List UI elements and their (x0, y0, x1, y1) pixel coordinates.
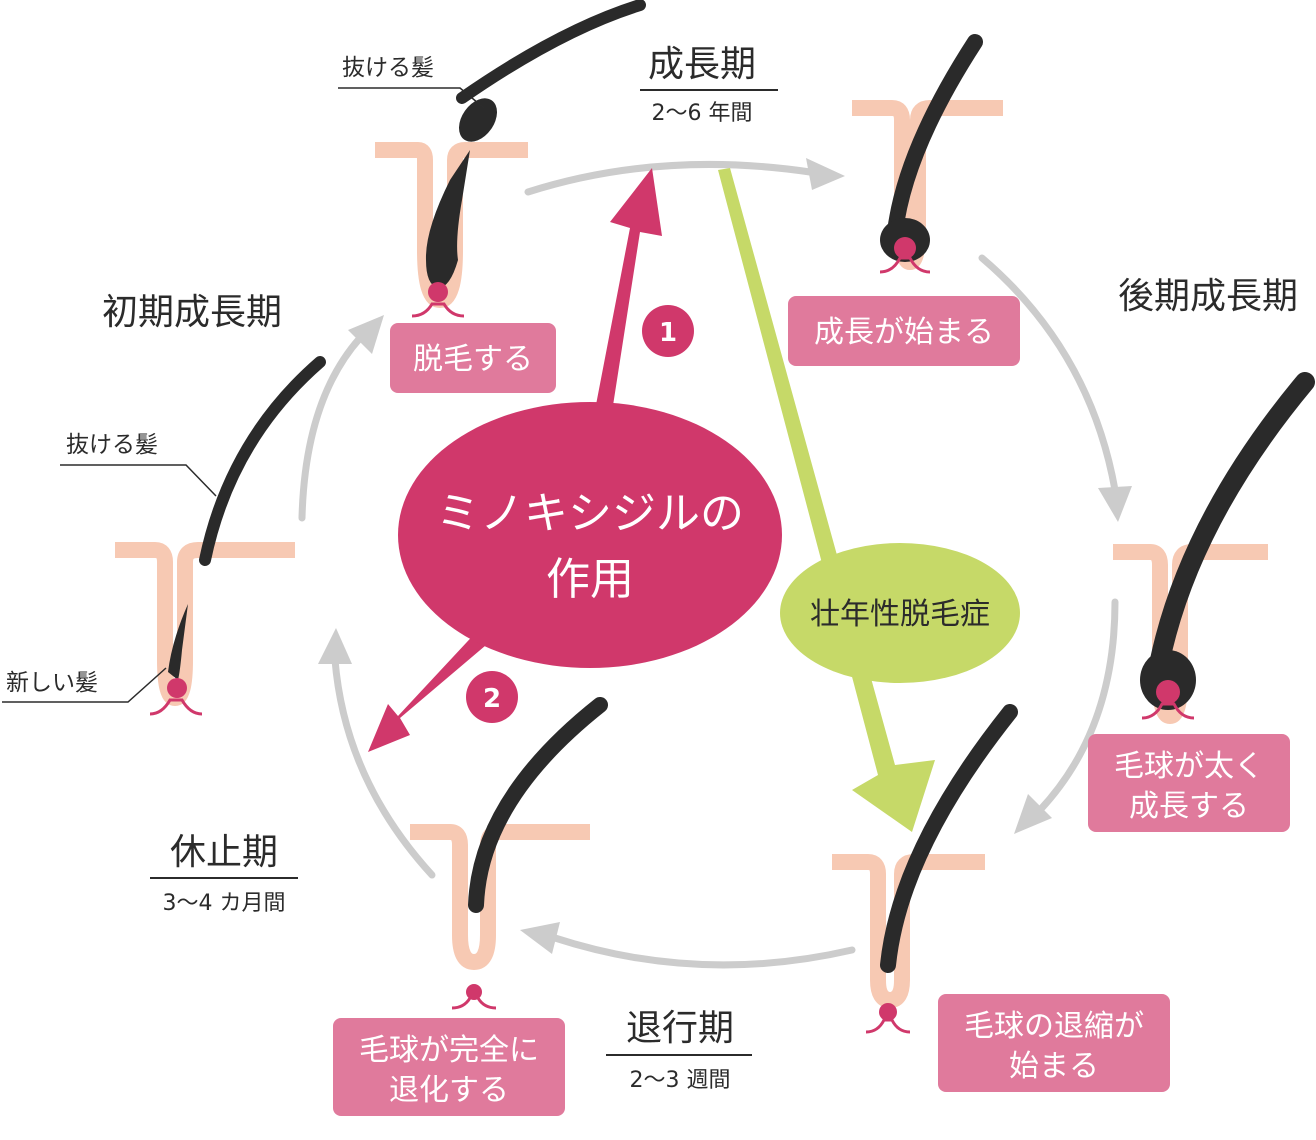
follicle-early-anagen (115, 356, 326, 716)
phase-telogen-name: 休止期 (170, 832, 278, 873)
cycle-arrowhead-right-lower (1014, 794, 1052, 834)
cycle-arrows (298, 158, 1132, 969)
box-bulb-shrink-line-1: 毛球の退縮が (964, 1009, 1144, 1044)
box-bulb-growth-line-2: 成長する (1129, 789, 1249, 824)
minoxidil-ellipse (398, 402, 782, 668)
cycle-arrowhead-right-upper (1098, 486, 1132, 522)
follicle-bulb-shrink (832, 704, 1018, 1034)
marker-2-circle (466, 671, 518, 723)
cycle-arrow-left-lower (331, 656, 436, 879)
phase-catagen-name: 退行期 (626, 1008, 734, 1049)
box-growth-start-text: 成長が始まる (814, 315, 994, 350)
cycle-arrowhead-bottom (520, 922, 560, 954)
aga-arrow (718, 168, 935, 832)
falling-hair-top-label: 抜ける髪 (342, 55, 434, 81)
phase-anagen: 成長期 2〜6 年間 (640, 44, 778, 126)
box-bulb-growth: 毛球が太く 成長する (1088, 734, 1290, 832)
marker-2-text: 2 (483, 684, 501, 714)
new-hair-label: 新しい髪 (6, 670, 98, 696)
box-bulb-regress-line-1: 毛球が完全に (359, 1033, 539, 1068)
phase-telogen-duration: 3〜4 カ月間 (163, 891, 286, 916)
phase-anagen-duration: 2〜6 年間 (652, 101, 753, 126)
cycle-arrow-bottom (551, 934, 856, 969)
cycle-arrow-right-lower (1036, 598, 1119, 814)
minoxidil-arrow-2 (368, 628, 492, 752)
follicle-late-anagen (1113, 372, 1315, 725)
marker-1-text: 1 (659, 318, 677, 348)
box-shedding: 脱毛する (390, 323, 556, 393)
cycle-arrowhead-left-lower (318, 628, 352, 664)
minoxidil-line-2: 作用 (546, 554, 634, 605)
minoxidil-line-1: ミノキシジルの (436, 488, 744, 539)
phase-catagen-duration: 2〜3 週間 (630, 1068, 731, 1093)
follicle-growth-start (852, 34, 1003, 274)
cycle-arrow-left-upper (298, 334, 364, 522)
box-bulb-shrink: 毛球の退縮が 始まる (938, 994, 1170, 1092)
phase-anagen-name: 成長期 (648, 44, 756, 85)
phase-early-anagen-name: 初期成長期 (102, 292, 282, 333)
box-bulb-regress-line-2: 退化する (389, 1073, 509, 1108)
phase-catagen: 退行期 2〜3 週間 (606, 1008, 752, 1093)
callout-new-hair: 新しい髪 (2, 667, 167, 703)
cycle-arrow-top (524, 160, 814, 196)
marker-1-circle (642, 305, 694, 357)
minoxidil-arrow-1 (595, 168, 662, 412)
phase-telogen: 休止期 3〜4 カ月間 (150, 832, 298, 916)
box-shedding-text: 脱毛する (413, 342, 533, 377)
box-bulb-shrink-line-2: 始まる (1009, 1049, 1099, 1084)
phase-late-anagen-name: 後期成長期 (1118, 276, 1298, 317)
follicle-bulb-regress (410, 697, 608, 1010)
box-bulb-growth-line-1: 毛球が太く (1114, 749, 1264, 784)
follicle-shedding (375, 0, 646, 318)
cycle-arrowhead-left-upper (348, 315, 384, 354)
box-growth-start: 成長が始まる (788, 296, 1020, 366)
callout-falling-hair-top: 抜ける髪 (338, 55, 485, 109)
aga-text: 壮年性脱毛症 (810, 597, 990, 632)
cycle-arrow-right-upper (978, 254, 1119, 494)
box-bulb-regress: 毛球が完全に 退化する (333, 1018, 565, 1116)
aga-ellipse (780, 543, 1020, 683)
callout-falling-hair-left: 抜ける髪 (60, 432, 217, 497)
falling-hair-left-label: 抜ける髪 (66, 432, 158, 458)
minoxidil-arrows (368, 168, 662, 752)
cycle-arrowhead-top (806, 158, 845, 190)
